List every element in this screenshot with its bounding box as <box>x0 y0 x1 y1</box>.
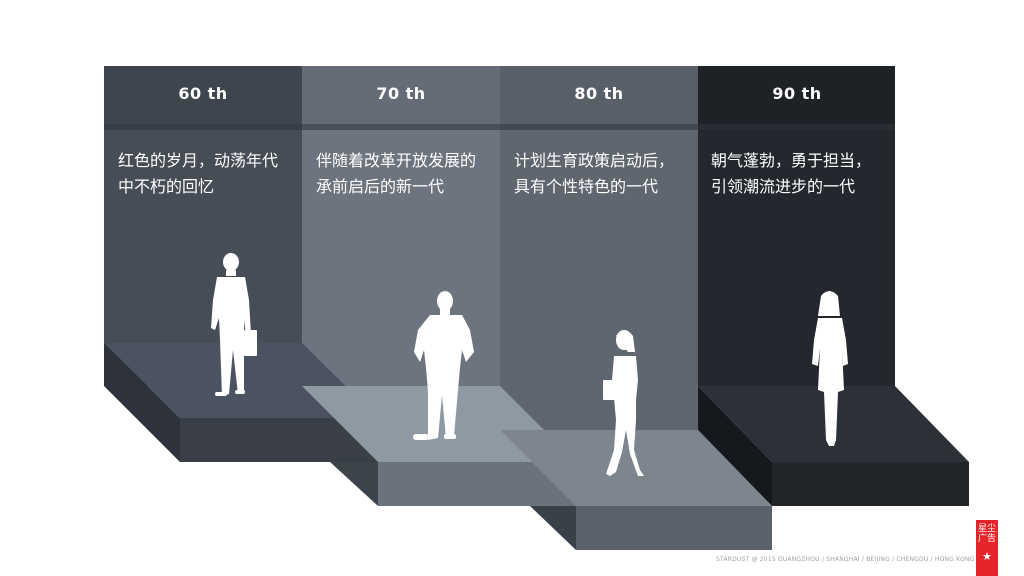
description-line: 承前启后的新一代 <box>316 174 500 200</box>
column-description-60th: 红色的岁月，动荡年代 中不朽的回忆 <box>118 148 302 200</box>
brand-logo: 星尘 广告 ★ <box>976 520 998 576</box>
footer-copyright: STARDUST @ 2015 GUANGZHOU / SHANGHAI / B… <box>716 556 974 563</box>
header-divider <box>104 124 895 130</box>
description-line: 红色的岁月，动荡年代 <box>118 148 302 174</box>
description-line: 引领潮流进步的一代 <box>711 174 895 200</box>
description-line: 中不朽的回忆 <box>118 174 302 200</box>
platform-90th-front <box>772 462 969 506</box>
description-line: 伴随着改革开放发展的 <box>316 148 500 174</box>
column-description-80th: 计划生育政策启动后， 具有个性特色的一代 <box>514 148 698 200</box>
star-icon: ★ <box>976 550 998 563</box>
platform-70th-side <box>330 462 378 506</box>
platform-80th-side <box>530 506 576 550</box>
column-label-80th: 80 th <box>500 84 698 103</box>
platform-80th-front <box>576 506 772 550</box>
logo-text: 星尘 <box>976 524 998 534</box>
logo-text: 广告 <box>976 534 998 544</box>
description-line: 计划生育政策启动后， <box>514 148 698 174</box>
column-description-70th: 伴随着改革开放发展的 承前启后的新一代 <box>316 148 500 200</box>
column-label-90th: 90 th <box>698 84 896 103</box>
description-line: 具有个性特色的一代 <box>514 174 698 200</box>
column-label-70th: 70 th <box>302 84 500 103</box>
description-line: 朝气蓬勃，勇于担当， <box>711 148 895 174</box>
column-label-60th: 60 th <box>104 84 302 103</box>
column-description-90th: 朝气蓬勃，勇于担当， 引领潮流进步的一代 <box>711 148 895 200</box>
